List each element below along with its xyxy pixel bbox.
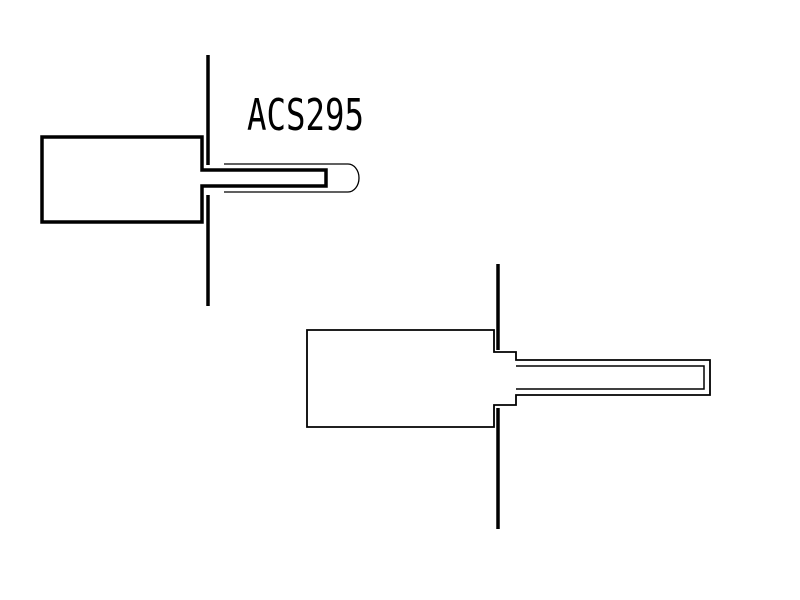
body-and-rod-outline xyxy=(306,329,711,428)
rod-inner-outline xyxy=(516,365,705,390)
component-bottom-right xyxy=(306,264,711,529)
component-label: ACS295 xyxy=(247,90,364,141)
component-top-left: ACS295 xyxy=(40,55,364,306)
rod-cover-outline xyxy=(224,163,360,193)
body-and-rod-outline xyxy=(40,135,328,224)
